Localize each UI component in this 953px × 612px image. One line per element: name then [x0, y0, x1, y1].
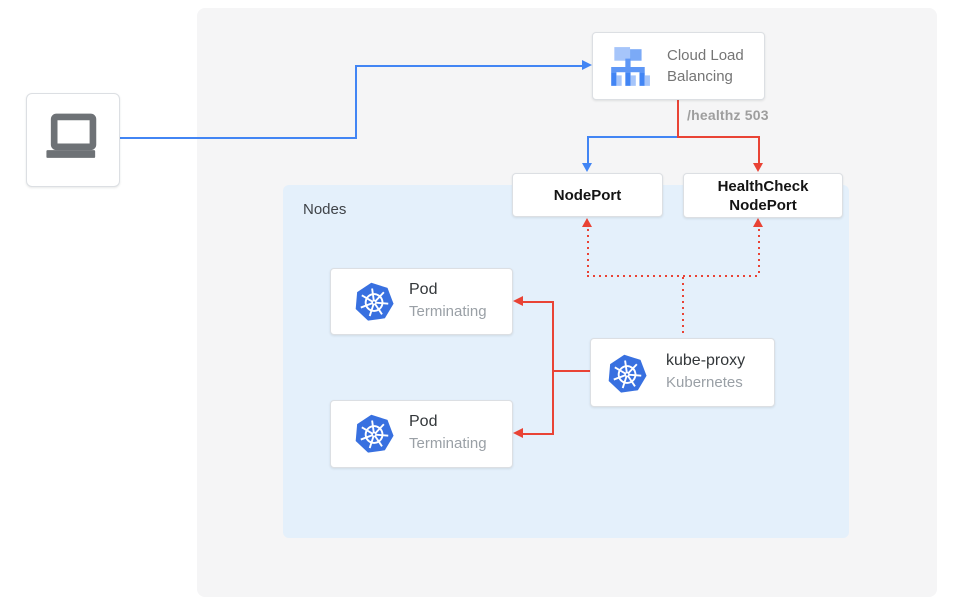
red-connector-pod-spine: [552, 301, 554, 435]
cloud-load-balancing-label: Cloud Load Balancing: [667, 47, 744, 85]
pod-status: Terminating: [409, 435, 487, 452]
cloud-load-balancing-box: Cloud Load Balancing: [592, 32, 765, 100]
red-connector-to-pod-1: [522, 301, 554, 303]
blue-connector-to-load-balancer: [355, 65, 583, 67]
dotted-arrowhead-into-nodeport: [582, 218, 592, 227]
kubernetes-icon: [606, 353, 648, 400]
pod-title: Pod: [409, 413, 438, 430]
kubernetes-icon: [353, 281, 395, 328]
blue-connector-vertical-riser: [355, 65, 357, 139]
dotted-connector-from-kube-proxy: [682, 277, 684, 337]
kube-proxy-box: kube-proxy Kubernetes: [590, 338, 775, 407]
pod-title: Pod: [409, 281, 438, 298]
blue-arrowhead-into-nodeport: [582, 163, 592, 172]
red-connector-to-healthcheck: [758, 136, 760, 164]
red-arrowhead-into-pod-1: [513, 296, 523, 306]
red-connector-from-load-balancer: [677, 100, 679, 138]
nodeport-box: NodePort: [512, 173, 663, 217]
dotted-connector-to-nodeport: [587, 229, 589, 277]
pod-status: Terminating: [409, 303, 487, 320]
kubernetes-icon: [353, 413, 395, 460]
client-laptop-box: [26, 93, 120, 187]
kube-proxy-title: kube-proxy: [666, 352, 746, 369]
pod-2-box: Pod Terminating: [330, 400, 513, 468]
blue-connector-to-nodeport: [587, 136, 589, 164]
dotted-connector-to-healthcheck: [758, 229, 760, 277]
red-connector-to-pod-2: [522, 433, 554, 435]
red-arrowhead-into-pod-2: [513, 428, 523, 438]
healthz-503-annotation: /healthz 503: [687, 107, 769, 123]
pod-1-box: Pod Terminating: [330, 268, 513, 335]
laptop-icon: [42, 113, 104, 168]
blue-connector-branch-horizontal: [587, 136, 678, 138]
nodes-label: Nodes: [303, 201, 347, 218]
blue-arrowhead-into-load-balancer: [582, 60, 592, 70]
dotted-arrowhead-into-healthcheck: [753, 218, 763, 227]
blue-connector-laptop-horizontal: [120, 137, 357, 139]
red-connector-branch-horizontal: [677, 136, 760, 138]
healthcheck-nodeport-box: HealthCheck NodePort: [683, 173, 843, 218]
dotted-connector-horizontal: [587, 275, 760, 277]
red-connector-from-kube-proxy: [552, 370, 590, 372]
cloud-load-balancing-icon: [607, 46, 651, 93]
kube-proxy-subtitle: Kubernetes: [666, 374, 743, 391]
red-arrowhead-into-healthcheck: [753, 163, 763, 172]
